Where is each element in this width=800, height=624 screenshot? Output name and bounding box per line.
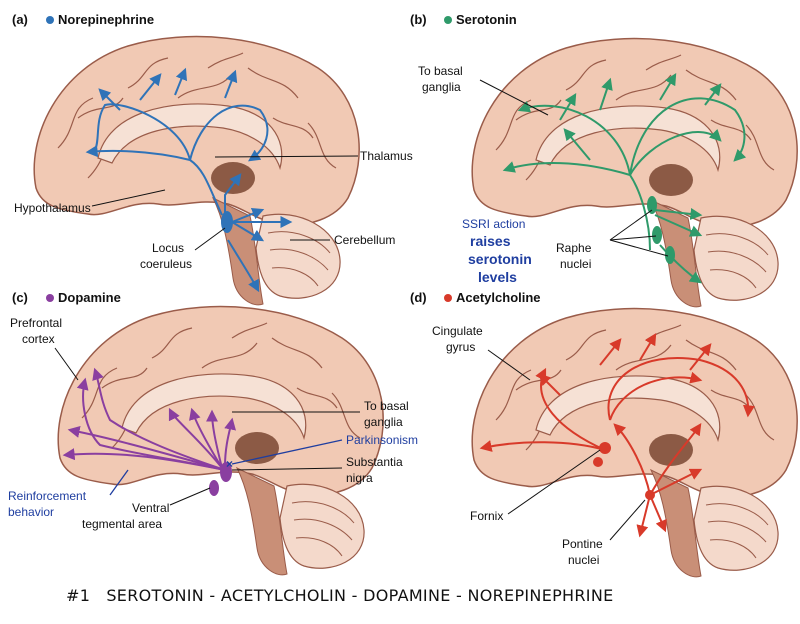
- figure-caption: #1 SEROTONIN - ACETYLCHOLIN - DOPAMINE -…: [66, 586, 614, 605]
- pontine-nuclei: [645, 490, 655, 500]
- annotation-reinforcement: Reinforcement: [8, 489, 87, 503]
- substantia-nigra-nucleus: [220, 462, 232, 482]
- panel-c-dopamine: (c) Dopamine Prefrontal cortex To basal …: [8, 290, 418, 576]
- panel-a-norepinephrine: (a) Norepinephrine Thalamus Hypothalamus…: [12, 12, 413, 306]
- annotation-serotonin: serotonin: [468, 251, 532, 267]
- label-hypothalamus: Hypothalamus: [14, 201, 91, 215]
- label-raphe: Raphe: [556, 241, 592, 255]
- norepinephrine-dot-icon: [46, 16, 54, 24]
- panel-d-acetylcholine: (d) Acetylcholine Cingulate gyrus Fornix…: [410, 290, 798, 578]
- dopamine-dot-icon: [46, 294, 54, 302]
- label-nigra: nigra: [346, 471, 373, 485]
- norepinephrine-pathway: [85, 67, 293, 293]
- neurotransmitter-pathways-figure: (a) Norepinephrine Thalamus Hypothalamus…: [8, 12, 798, 578]
- annotation-behavior: behavior: [8, 505, 54, 519]
- annotation-parkinsonism: Parkinsonism: [346, 433, 418, 447]
- label-substantia: Substantia: [346, 455, 403, 469]
- label-pontine: Pontine: [562, 537, 603, 551]
- brain-illustration-c: [57, 305, 384, 576]
- label-coeruleus: coeruleus: [140, 257, 192, 271]
- label-to-basal-b: To basal: [418, 64, 463, 78]
- ventral-tegmental-nucleus: [209, 480, 219, 496]
- label-prefrontal: Prefrontal: [10, 316, 62, 330]
- annotation-levels: levels: [478, 269, 517, 285]
- panel-c-letter: (c): [12, 290, 28, 305]
- label-nuclei-d: nuclei: [568, 553, 599, 567]
- label-ventral: Ventral: [132, 501, 169, 515]
- locus-coeruleus-nucleus: [221, 211, 233, 233]
- panel-a-title: Norepinephrine: [58, 12, 154, 27]
- panel-d-title: Acetylcholine: [456, 290, 541, 305]
- label-ganglia-b: ganglia: [422, 80, 461, 94]
- label-thalamus: Thalamus: [360, 149, 413, 163]
- brain-illustration-a: [33, 35, 360, 306]
- label-gyrus: gyrus: [446, 340, 475, 354]
- panel-c-title: Dopamine: [58, 290, 121, 305]
- panel-b-title: Serotonin: [456, 12, 517, 27]
- serotonin-pathway: [502, 72, 747, 284]
- panel-b-letter: (b): [410, 12, 427, 27]
- raphe-nuclei: [665, 246, 675, 264]
- label-ganglia-c: ganglia: [364, 415, 403, 429]
- label-cerebellum: Cerebellum: [334, 233, 395, 247]
- serotonin-dot-icon: [444, 16, 452, 24]
- acetylcholine-pathway: [479, 332, 755, 538]
- label-fornix: Fornix: [470, 509, 503, 523]
- label-locus: Locus: [152, 241, 184, 255]
- dopamine-pathway: [62, 367, 236, 471]
- label-nuclei-b: nuclei: [560, 257, 591, 271]
- panel-b-serotonin: (b) Serotonin To basal ganglia Raphe nuc…: [410, 12, 798, 308]
- label-tegmental-area: tegmental area: [82, 517, 162, 531]
- annotation-ssri-action: SSRI action: [462, 217, 525, 231]
- panel-d-letter: (d): [410, 290, 427, 305]
- label-cingulate: Cingulate: [432, 324, 483, 338]
- label-cortex: cortex: [22, 332, 55, 346]
- label-to-basal-c: To basal: [364, 399, 409, 413]
- acetylcholine-dot-icon: [444, 294, 452, 302]
- svg-text:×: ×: [226, 457, 233, 471]
- panel-a-letter: (a): [12, 12, 28, 27]
- annotation-raises: raises: [470, 233, 511, 249]
